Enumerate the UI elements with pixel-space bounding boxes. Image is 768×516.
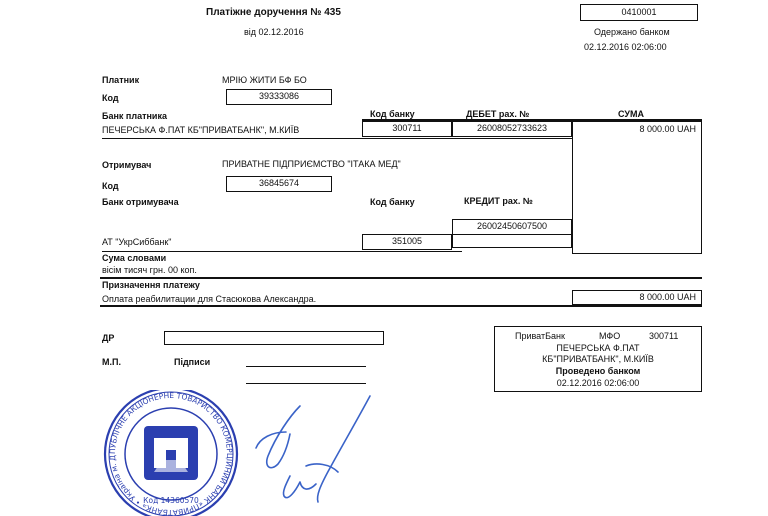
received-label: Одержано банком [594,27,670,37]
debit-account-box: 26008052733623 [452,121,572,137]
bank-stamp-datetime: 02.12.2016 02:06:00 [556,378,640,388]
received-datetime: 02.12.2016 02:06:00 [584,42,667,52]
purpose-sum-box [572,290,702,305]
recipient-code-label: Код [102,181,119,191]
purpose-label: Призначення платежу [102,280,200,290]
sum-column-box [572,121,702,254]
recipient-bank-code-label: Код банку [370,197,415,207]
credit-account-label: КРЕДИТ рах. № [464,196,533,206]
bank-stamp-bank-label: ПриватБанк [515,331,565,341]
bank-stamp-box: ПриватБанк МФО 300711 ПЕЧЕРСЬКА Ф.ПАТ КБ… [494,326,702,392]
signatures-label: Підписи [174,357,211,367]
payer-bank-code-box: 300711 [362,121,452,137]
document-title: Платіжне доручення № 435 [206,7,341,18]
bank-stamp-mfo-label: МФО [599,331,621,341]
payer-bank-code-label: Код банку [370,109,415,119]
payer-code-box: 39333086 [226,89,332,105]
document-date: від 02.12.2016 [244,27,304,37]
amount-words-label: Сума словами [102,253,167,263]
sum-value: 8 000.00 UAH [639,124,696,134]
credit-account-lower-cell [452,235,572,248]
payer-bank-name: ПЕЧЕРСЬКА Ф.ПАТ КБ"ПРИВАТБАНК", М.КИЇВ [102,125,300,135]
payer-section-rule [102,138,572,139]
recipient-bank-code-box: 351005 [362,234,452,250]
bank-stamp-status: Проведено банком [555,366,641,376]
amount-words-rule [100,277,702,279]
signature-line-1 [246,366,366,367]
mp-label: М.П. [102,357,121,367]
purpose-text: Оплата реабилитации для Стасюкова Алекса… [102,294,317,304]
recipient-bank-label: Банк отримувача [102,197,179,207]
privatbank-seal: ПУБЛІЧНЕ АКЦІОНЕРНЕ ТОВАРИСТВО КОМЕРЦІЙН… [100,390,239,516]
table-top-rule [362,119,702,121]
recipient-bank-name: АТ "УкрСиббанк" [102,237,172,247]
payer-bank-label: Банк платника [102,111,167,121]
bank-stamp-branch-line2: КБ"ПРИВАТБАНК", М.КИЇВ [542,354,654,364]
credit-account-box: 26002450607500 [452,219,572,235]
payer-code-label: Код [102,93,119,103]
seal-code-text: Код 14360570 [143,496,199,505]
purpose-rule [100,305,702,307]
payer-label: Платник [102,75,140,85]
dr-field [164,331,384,345]
sum-column-label: СУМА [618,109,644,119]
payer-name: МРІЮ ЖИТИ БФ БО [222,75,307,85]
recipient-name: ПРИВАТНЕ ПІДПРИЄМСТВО "ІТАКА МЕД" [222,159,401,169]
purpose-sum-value: 8 000.00 UAH [639,292,696,302]
debit-account-label: ДЕБЕТ рах. № [466,109,530,119]
recipient-code-box: 36845674 [226,176,332,192]
amount-words-text: вісім тисяч грн. 00 коп. [102,265,197,275]
recipient-label: Отримувач [102,160,152,170]
signature-line-2 [246,383,366,384]
bank-stamp-branch-line1: ПЕЧЕРСЬКА Ф.ПАТ [556,343,640,353]
dr-label: ДР [102,333,115,343]
bank-stamp-mfo: 300711 [649,331,679,341]
recipient-section-rule [102,251,462,252]
handwritten-signature [255,395,371,503]
form-code-box: 0410001 [580,4,698,21]
